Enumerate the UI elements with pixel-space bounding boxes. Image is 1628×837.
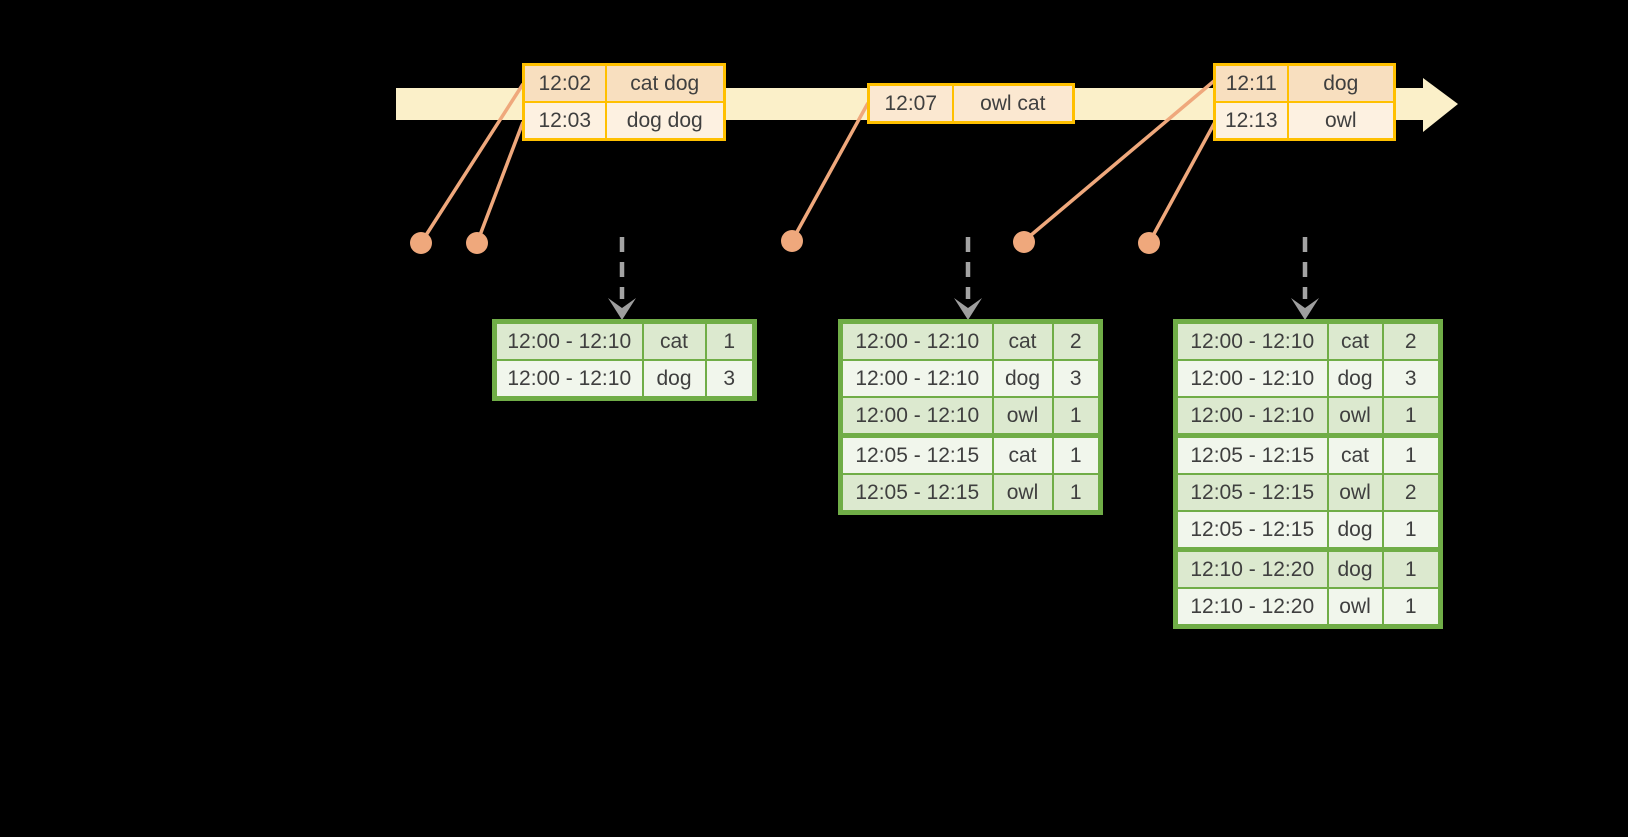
event-time-cell: 12:03: [522, 101, 607, 141]
event-connector-lines: [419, 79, 1217, 244]
result-row: 12:00 - 12:10 cat 1: [493, 320, 756, 361]
result-row: 12:05 - 12:15 cat 1: [1174, 433, 1442, 475]
event-time-cell: 12:02: [522, 63, 607, 103]
connector-line-1207: [790, 102, 870, 242]
result-row: 12:05 - 12:15 cat 1: [839, 433, 1102, 475]
connector-line-1203: [475, 121, 525, 244]
window-cell: 12:05 - 12:15: [1174, 510, 1329, 551]
count-cell: 1: [1381, 396, 1442, 437]
word-cell: cat: [991, 320, 1054, 361]
trigger-arrowhead-icon-2: [954, 298, 982, 320]
event-words-cell: cat dog: [604, 63, 726, 103]
count-cell: 2: [1051, 320, 1102, 361]
connector-line-1202: [419, 83, 525, 244]
window-cell: 12:00 - 12:10: [493, 320, 644, 361]
event-dot-1203: [466, 232, 488, 254]
window-cell: 12:00 - 12:10: [839, 396, 994, 437]
result-row: 12:00 - 12:10 owl 1: [1174, 396, 1442, 437]
count-cell: 1: [1381, 587, 1442, 628]
result-row: 12:05 - 12:15 owl 1: [839, 473, 1102, 514]
result-row: 12:00 - 12:10 cat 2: [1174, 320, 1442, 361]
result-row: 12:10 - 12:20 dog 1: [1174, 547, 1442, 589]
event-table-1202-1203: 12:02 cat dog 12:03 dog dog: [522, 63, 726, 141]
event-row: 12:07 owl cat: [867, 83, 1075, 124]
result-row: 12:10 - 12:20 owl 1: [1174, 587, 1442, 628]
word-cell: dog: [641, 359, 707, 400]
window-cell: 12:00 - 12:10: [1174, 320, 1329, 361]
connector-line-1213: [1147, 121, 1217, 244]
event-dot-1213: [1138, 232, 1160, 254]
result-row: 12:00 - 12:10 dog 3: [1174, 359, 1442, 398]
word-cell: cat: [991, 433, 1054, 475]
window-cell: 12:00 - 12:10: [839, 359, 994, 398]
result-row: 12:00 - 12:10 dog 3: [493, 359, 756, 400]
word-cell: cat: [641, 320, 707, 361]
event-dot-1211: [1013, 231, 1035, 253]
word-cell: cat: [1326, 320, 1384, 361]
trigger-arrows: [608, 237, 1319, 320]
window-cell: 12:10 - 12:20: [1174, 587, 1329, 628]
count-cell: 1: [1051, 433, 1102, 475]
result-table-2: 12:00 - 12:10 cat 2 12:00 - 12:10 dog 3 …: [838, 319, 1103, 515]
word-cell: owl: [991, 473, 1054, 514]
result-row: 12:05 - 12:15 dog 1: [1174, 510, 1442, 551]
word-cell: dog: [991, 359, 1054, 398]
count-cell: 1: [1051, 396, 1102, 437]
word-cell: owl: [991, 396, 1054, 437]
word-cell: dog: [1326, 547, 1384, 589]
event-marker-dots: [410, 230, 1160, 254]
window-cell: 12:00 - 12:10: [1174, 359, 1329, 398]
trigger-arrowhead-icon-1: [608, 298, 636, 320]
event-dot-1207: [781, 230, 803, 252]
result-table-3: 12:00 - 12:10 cat 2 12:00 - 12:10 dog 3 …: [1173, 319, 1443, 629]
timeline-arrowhead-icon: [1423, 78, 1458, 132]
event-row: 12:02 cat dog: [522, 63, 726, 103]
count-cell: 1: [1051, 473, 1102, 514]
window-cell: 12:00 - 12:10: [493, 359, 644, 400]
word-cell: owl: [1326, 396, 1384, 437]
window-cell: 12:00 - 12:10: [1174, 396, 1329, 437]
event-row: 12:13 owl: [1213, 101, 1396, 141]
window-cell: 12:05 - 12:15: [839, 433, 994, 475]
event-row: 12:11 dog: [1213, 63, 1396, 103]
event-row: 12:03 dog dog: [522, 101, 726, 141]
word-cell: dog: [1326, 359, 1384, 398]
event-time-cell: 12:07: [867, 83, 954, 124]
event-table-1207: 12:07 owl cat: [867, 83, 1075, 124]
result-row: 12:00 - 12:10 owl 1: [839, 396, 1102, 437]
connector-line-1211: [1022, 79, 1216, 243]
event-words-cell: owl cat: [951, 83, 1075, 124]
count-cell: 3: [1381, 359, 1442, 398]
event-words-cell: owl: [1286, 101, 1396, 141]
word-cell: dog: [1326, 510, 1384, 551]
event-time-cell: 12:13: [1213, 101, 1289, 141]
result-table-1: 12:00 - 12:10 cat 1 12:00 - 12:10 dog 3: [492, 319, 757, 401]
window-cell: 12:05 - 12:15: [1174, 433, 1329, 475]
event-words-cell: dog dog: [604, 101, 726, 141]
result-row: 12:05 - 12:15 owl 2: [1174, 473, 1442, 512]
trigger-arrowhead-icon-3: [1291, 298, 1319, 320]
count-cell: 2: [1381, 320, 1442, 361]
count-cell: 1: [1381, 510, 1442, 551]
count-cell: 1: [1381, 547, 1442, 589]
event-table-1211-1213: 12:11 dog 12:13 owl: [1213, 63, 1396, 141]
count-cell: 2: [1381, 473, 1442, 512]
window-cell: 12:05 - 12:15: [1174, 473, 1329, 512]
window-cell: 12:10 - 12:20: [1174, 547, 1329, 589]
count-cell: 3: [1051, 359, 1102, 398]
word-cell: owl: [1326, 473, 1384, 512]
window-cell: 12:00 - 12:10: [839, 320, 994, 361]
result-row: 12:00 - 12:10 dog 3: [839, 359, 1102, 398]
result-row: 12:00 - 12:10 cat 2: [839, 320, 1102, 361]
event-time-cell: 12:11: [1213, 63, 1289, 103]
word-cell: owl: [1326, 587, 1384, 628]
event-words-cell: dog: [1286, 63, 1396, 103]
count-cell: 1: [704, 320, 756, 361]
window-cell: 12:05 - 12:15: [839, 473, 994, 514]
event-dot-1202: [410, 232, 432, 254]
count-cell: 3: [704, 359, 756, 400]
count-cell: 1: [1381, 433, 1442, 475]
word-cell: cat: [1326, 433, 1384, 475]
